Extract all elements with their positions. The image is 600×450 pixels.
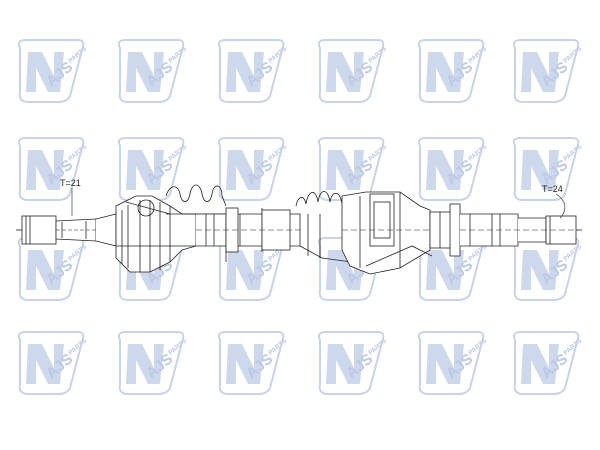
watermark-logo — [512, 237, 585, 301]
watermark-logo — [317, 137, 390, 201]
watermark-logo — [217, 331, 290, 395]
outer-cv-joint — [341, 191, 433, 275]
watermark-logo — [17, 39, 90, 103]
main-shaft — [196, 207, 301, 262]
watermark-logo — [17, 331, 90, 395]
watermark-logo — [217, 39, 290, 103]
left-stub — [16, 213, 117, 247]
watermark-logo — [117, 331, 190, 395]
watermark-logo — [317, 39, 390, 103]
watermark-logo — [512, 331, 585, 395]
right-spline-count-label: T=24 — [542, 184, 563, 194]
watermark-logo — [417, 331, 490, 395]
right-stub — [429, 203, 582, 257]
watermark-logo — [17, 237, 90, 301]
watermark-logo — [217, 137, 290, 201]
watermark-logo — [317, 331, 390, 395]
drive-shaft — [16, 184, 582, 275]
watermark-logo — [17, 137, 90, 201]
watermark-logo — [417, 39, 490, 103]
watermark-logo — [512, 39, 585, 103]
watermark-logo — [117, 137, 190, 201]
left-spline-count-label: T=21 — [60, 178, 81, 188]
watermark-logo — [117, 39, 190, 103]
inner-joint-housing — [115, 195, 197, 273]
watermark-logo — [417, 137, 490, 201]
